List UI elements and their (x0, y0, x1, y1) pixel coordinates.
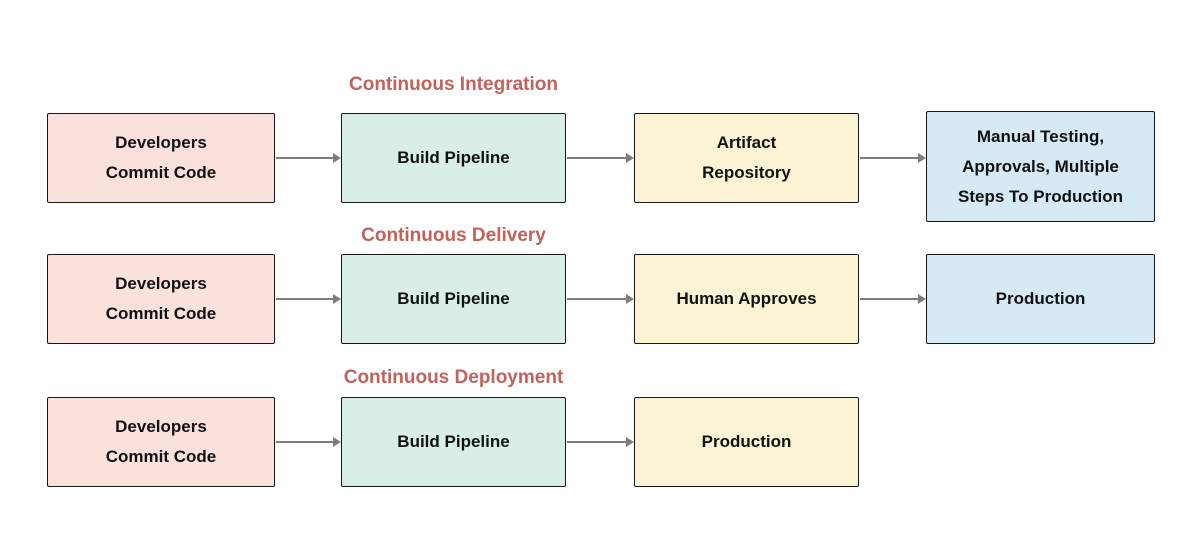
node-label: Developers Commit Code (105, 133, 217, 182)
node-label: Human Approves (676, 289, 817, 308)
arrow-right-icon (860, 153, 926, 163)
node-label: Build Pipeline (397, 148, 510, 167)
node-label: Production (701, 432, 792, 451)
arrow-right-icon (276, 294, 341, 304)
node-build-pipeline: Build Pipeline (341, 254, 566, 344)
row-title-continuous-deployment: Continuous Deployment (343, 367, 564, 388)
node-human-approves: Human Approves (634, 254, 859, 344)
node-label: Artifact Repository (702, 133, 791, 182)
node-build-pipeline: Build Pipeline (341, 113, 566, 203)
arrow-right-icon (276, 437, 341, 447)
arrow-right-icon (860, 294, 926, 304)
node-developers-commit-code: Developers Commit Code (47, 254, 275, 344)
arrow-right-icon (276, 153, 341, 163)
node-manual-testing-approvals: Manual Testing, Approvals, Multiple Step… (926, 111, 1155, 222)
node-label: Developers Commit Code (105, 417, 217, 466)
node-label: Developers Commit Code (105, 274, 217, 323)
node-label: Build Pipeline (397, 432, 510, 451)
node-build-pipeline: Build Pipeline (341, 397, 566, 487)
node-label: Manual Testing, Approvals, Multiple Step… (958, 126, 1123, 206)
arrow-right-icon (567, 153, 634, 163)
row-title-continuous-integration: Continuous Integration (349, 74, 558, 95)
node-label: Build Pipeline (397, 289, 510, 308)
node-label: Production (995, 289, 1086, 308)
node-production: Production (926, 254, 1155, 344)
node-artifact-repository: Artifact Repository (634, 113, 859, 203)
node-developers-commit-code: Developers Commit Code (47, 397, 275, 487)
arrow-right-icon (567, 294, 634, 304)
arrow-right-icon (567, 437, 634, 447)
row-title-continuous-delivery: Continuous Delivery (361, 225, 546, 246)
node-developers-commit-code: Developers Commit Code (47, 113, 275, 203)
node-production: Production (634, 397, 859, 487)
